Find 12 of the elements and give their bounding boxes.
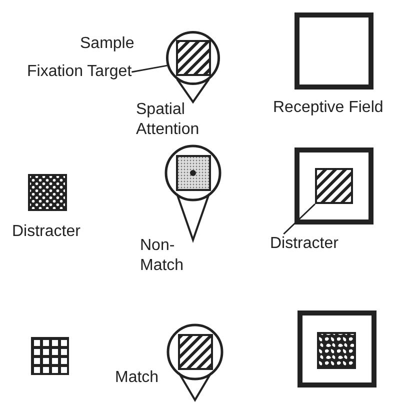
non-match-label: Non-Match bbox=[140, 236, 184, 276]
fixation-target-label: Fixation Target bbox=[27, 62, 132, 82]
distracter-label: Distracter bbox=[12, 222, 80, 242]
match-label: Match bbox=[115, 368, 159, 388]
leader-line bbox=[132, 64, 168, 73]
distracter-label: Distracter bbox=[270, 234, 338, 254]
leader-line bbox=[283, 203, 316, 235]
receptive-field-label: Receptive Field bbox=[273, 98, 384, 118]
spatial-attention-label: Spatial Attention bbox=[136, 100, 200, 140]
sample-label: Sample bbox=[80, 34, 134, 54]
hatched-square bbox=[315, 168, 353, 204]
fixation-circle bbox=[166, 31, 220, 85]
